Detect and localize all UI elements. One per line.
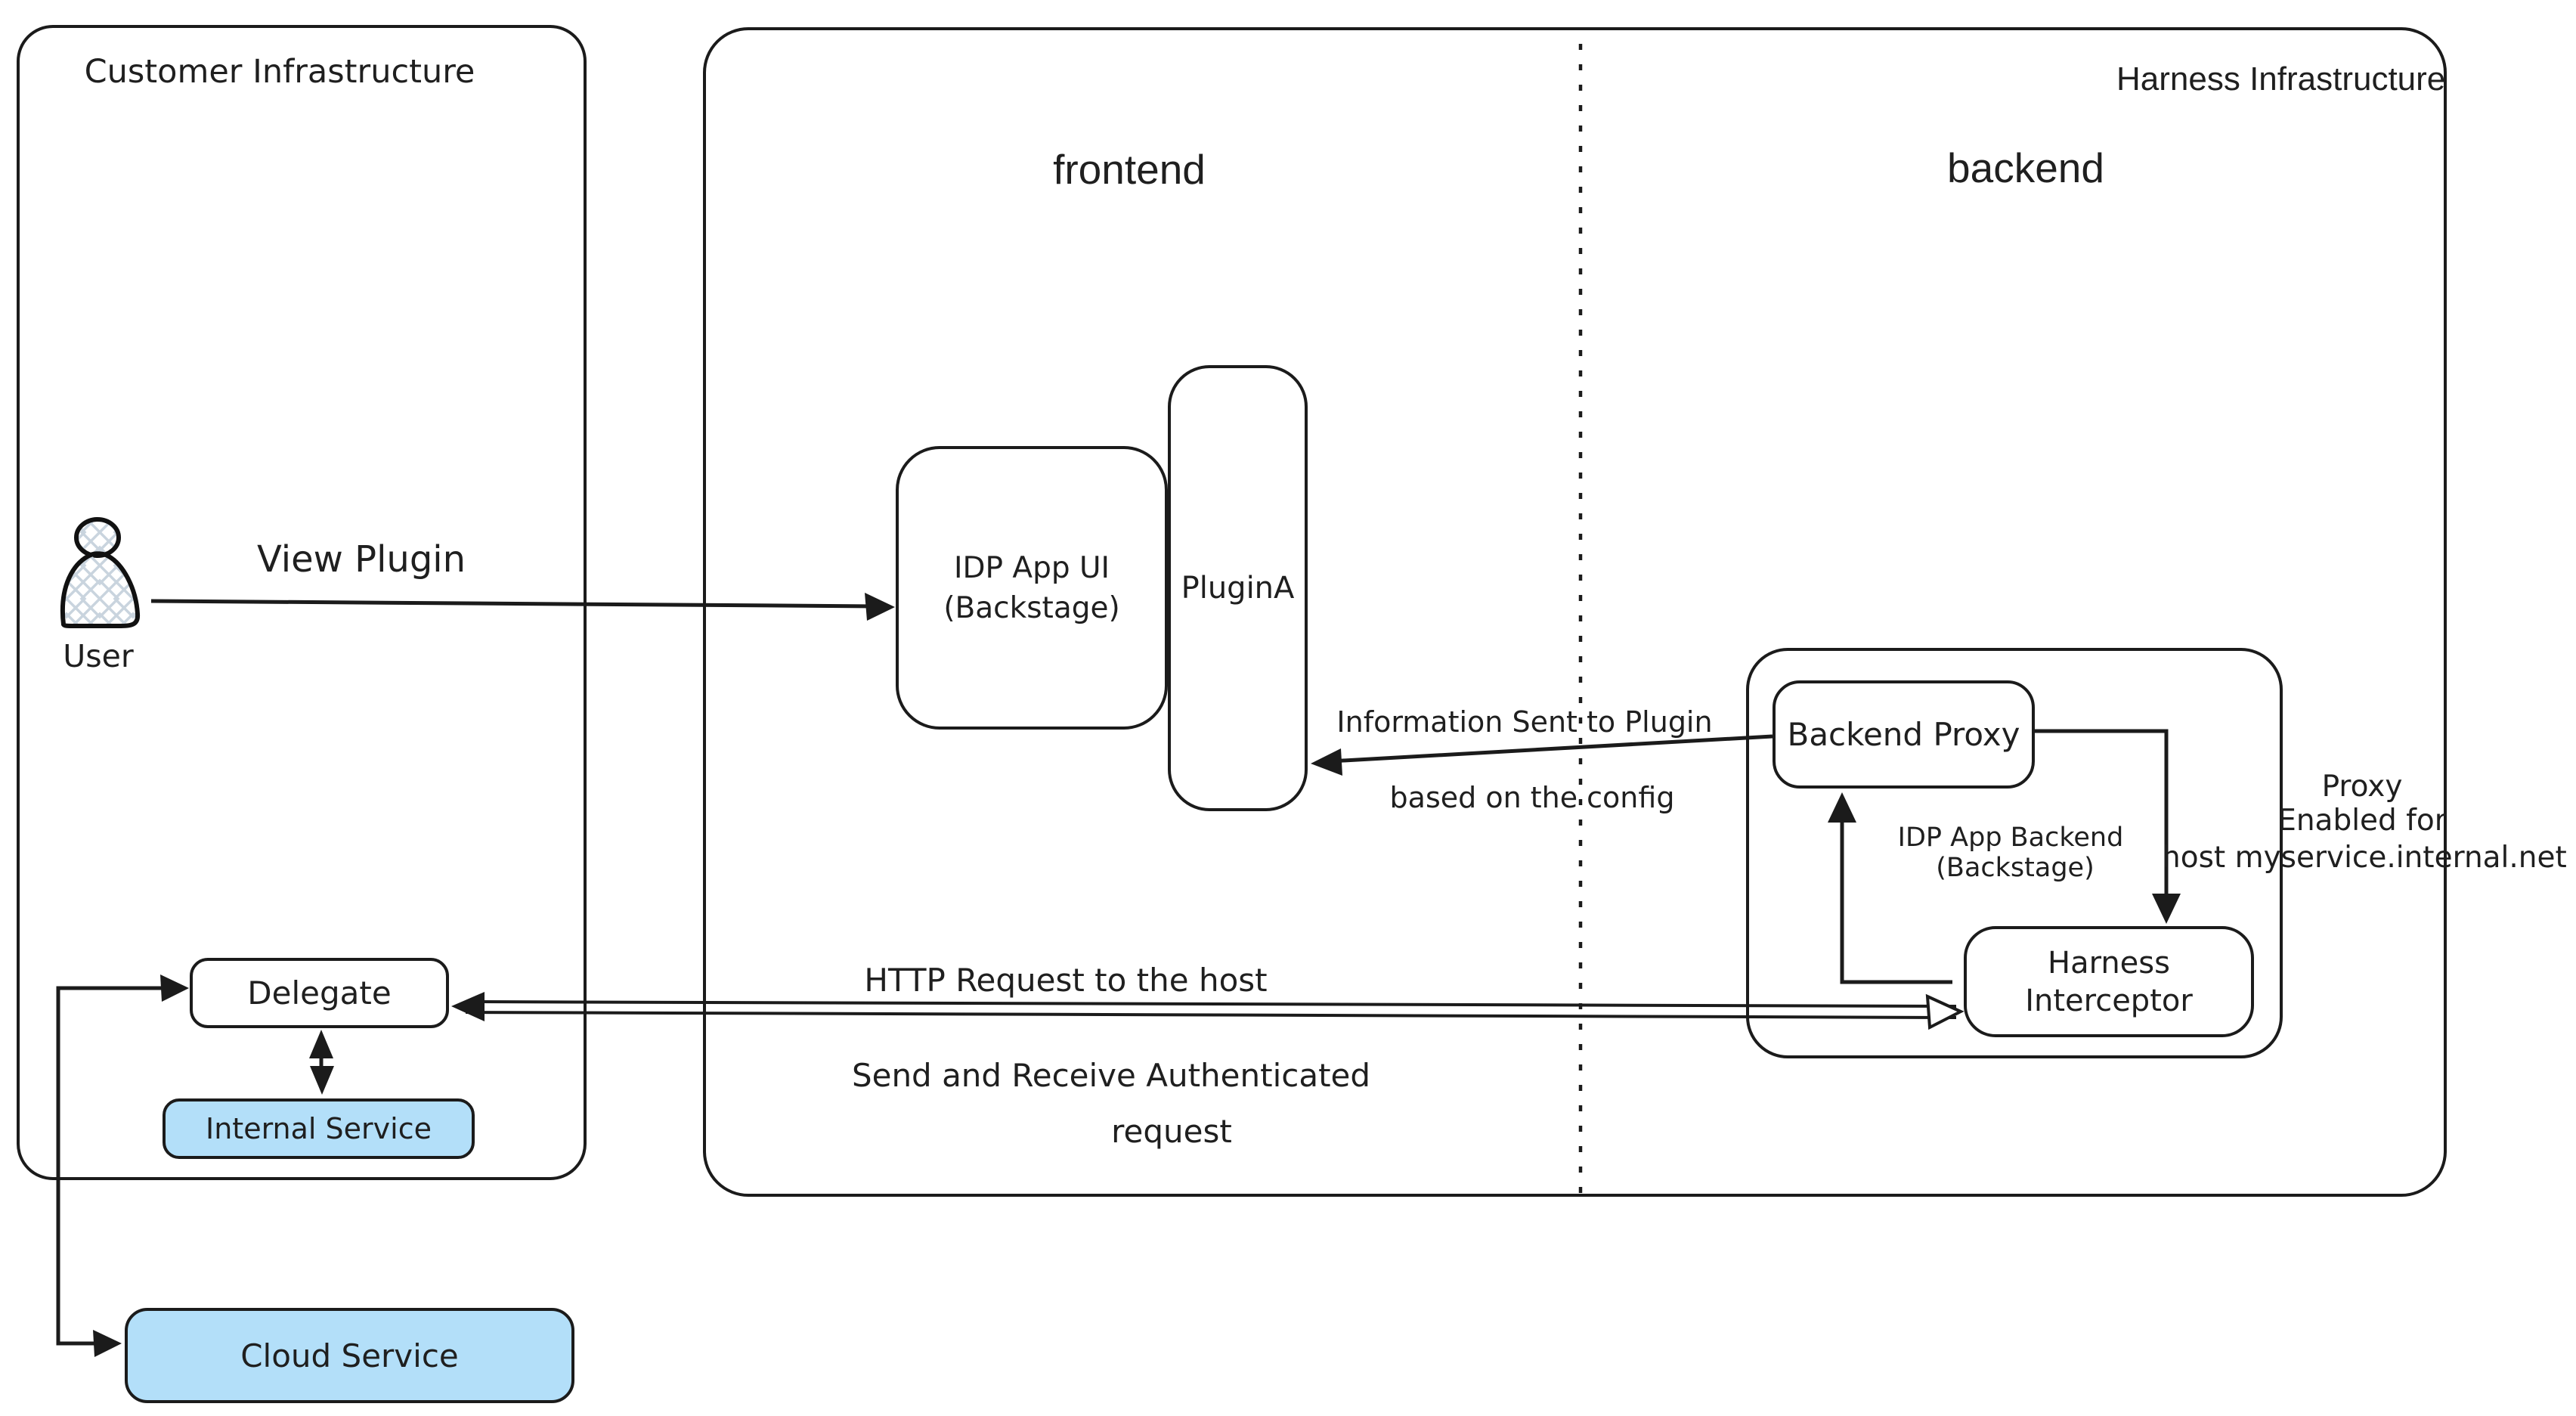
harness-interceptor-box: Harness Interceptor (1964, 926, 2254, 1037)
idp-app-backend-label-line2: (Backstage) (1936, 853, 2095, 883)
backend-proxy-label: Backend Proxy (1787, 716, 2020, 753)
plugin-a-label: PluginA (1181, 571, 1295, 606)
proxy-enabled-label-line1: Proxy (2321, 770, 2403, 804)
harness-infrastructure-title: Harness Infrastructure (2116, 60, 2446, 98)
customer-infrastructure-title: Customer Infrastructure (84, 53, 475, 91)
proxy-enabled-label-line2: Enabled for (2277, 804, 2447, 838)
idp-app-backend-label-line1: IDP App Backend (1897, 823, 2124, 853)
cloud-service-box: Cloud Service (125, 1308, 574, 1403)
send-receive-label-line1: Send and Receive Authenticated (851, 1057, 1371, 1094)
delegate-label: Delegate (247, 974, 392, 1012)
info-sent-label-line1: Information Sent to Plugin (1336, 705, 1713, 739)
idp-app-ui-box: IDP App UI (Backstage) (896, 446, 1168, 730)
user-label: User (63, 638, 134, 674)
harness-interceptor-label-line2: Interceptor (2025, 983, 2193, 1018)
delegate-box: Delegate (190, 958, 449, 1028)
cloud-service-label: Cloud Service (240, 1337, 459, 1374)
info-sent-label-line2: based on the config (1389, 781, 1675, 814)
idp-app-ui-label-line2: (Backstage) (943, 590, 1120, 625)
idp-app-ui-label-line1: IDP App UI (953, 550, 1110, 585)
send-receive-label-line2: request (1111, 1113, 1232, 1150)
view-plugin-label: View Plugin (256, 538, 466, 581)
internal-service-box: Internal Service (163, 1098, 475, 1159)
plugin-a-box: PluginA (1168, 365, 1308, 811)
proxy-enabled-label-line3: host myservice.internal.net (2162, 841, 2567, 875)
internal-service-label: Internal Service (206, 1112, 432, 1145)
backend-label: backend (1947, 144, 2104, 191)
backend-proxy-box: Backend Proxy (1773, 680, 2035, 789)
harness-interceptor-label-line1: Harness (2048, 945, 2170, 981)
http-request-label: HTTP Request to the host (864, 962, 1268, 999)
frontend-label: frontend (1053, 146, 1206, 193)
